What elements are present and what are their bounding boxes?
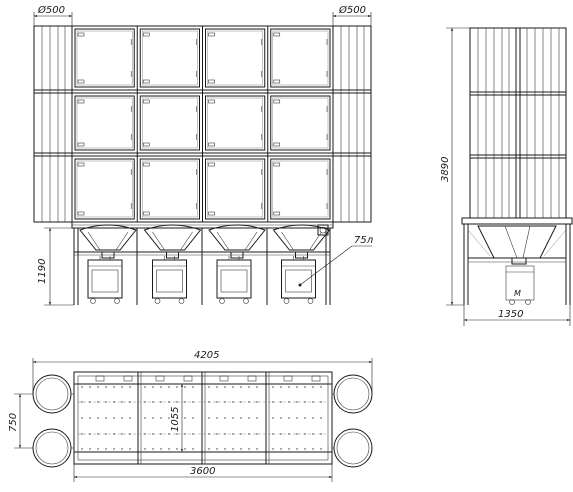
- dim-height-1190: 1190: [37, 227, 74, 306]
- hopper: [272, 224, 331, 251]
- waste-bin: [281, 259, 316, 299]
- top-clip: [95, 375, 105, 382]
- top-clip: [247, 375, 257, 382]
- filter-panel: [74, 158, 135, 220]
- top-cylinders: [32, 374, 373, 468]
- left-cylinder-stack: [33, 25, 73, 223]
- filter-panel: [74, 95, 135, 151]
- dim-length-3600-label: 3600: [190, 466, 215, 477]
- bin-wheel: [219, 298, 225, 304]
- dim-height-1190-label: 1190: [37, 259, 48, 284]
- filter-panel: [205, 28, 266, 88]
- dim-diam-left: Ø500: [33, 4, 73, 26]
- top-clip: [219, 375, 229, 382]
- right-cylinder-stack: [332, 25, 372, 223]
- dim-depth-1055-label: 1055: [170, 407, 181, 432]
- dim-length-4205: 4205: [32, 350, 373, 394]
- dim-height-3890-label: 3890: [440, 157, 451, 182]
- top-view: 4205 3600 750 1055: [8, 350, 373, 482]
- filter-panel: [270, 95, 331, 151]
- filter-panel: [270, 158, 331, 220]
- bin-wheel: [154, 298, 161, 304]
- bin-wheel: [178, 298, 185, 304]
- filter-panel: [74, 28, 135, 88]
- side-view: М 3890 1350: [440, 27, 573, 326]
- waste-bin: [152, 259, 187, 299]
- bin-label: 75л: [354, 235, 374, 246]
- filter-panel: [270, 28, 331, 88]
- dim-diam-right-label: Ø500: [338, 4, 366, 16]
- hopper: [143, 224, 202, 251]
- top-clip: [183, 375, 193, 382]
- dim-depth-1055: 1055: [170, 383, 184, 453]
- waste-bins: [87, 256, 316, 304]
- bin-wheel: [283, 298, 290, 304]
- dim-width-1350: 1350: [463, 305, 571, 326]
- dim-depth-750-label: 750: [8, 413, 19, 432]
- dim-width-1350-label: 1350: [498, 309, 523, 320]
- top-clip: [155, 375, 165, 382]
- bin-wheel: [90, 298, 96, 304]
- dim-depth-750: 750: [8, 393, 33, 449]
- filter-panel: [205, 158, 266, 220]
- dim-diam-right: Ø500: [332, 4, 372, 26]
- panel-grid: [71, 25, 334, 223]
- side-marker: М: [514, 289, 521, 298]
- dim-length-3600: 3600: [73, 464, 333, 482]
- bin-leader: 75л: [298, 235, 374, 287]
- bin-wheel: [114, 298, 120, 304]
- top-clip: [283, 375, 293, 382]
- filter-panel: [139, 158, 200, 220]
- top-clip: [123, 375, 133, 382]
- base-frame: [71, 221, 334, 305]
- dim-diam-left-label: Ø500: [37, 4, 65, 16]
- top-clip: [311, 375, 321, 382]
- bin-wheel: [243, 298, 249, 304]
- dim-height-3890: 3890: [440, 27, 470, 306]
- waste-bin: [216, 259, 252, 299]
- filter-panel: [139, 95, 200, 151]
- hoppers: [79, 224, 331, 259]
- dim-length-4205-label: 4205: [194, 350, 219, 361]
- waste-bin: [87, 259, 123, 299]
- front-view: Ø500 Ø500 1190 75л: [33, 4, 374, 306]
- hopper: [208, 224, 266, 251]
- filter-panel: [139, 28, 200, 88]
- hopper: [79, 224, 137, 251]
- filter-panel: [205, 95, 266, 151]
- bin-wheel: [307, 298, 314, 304]
